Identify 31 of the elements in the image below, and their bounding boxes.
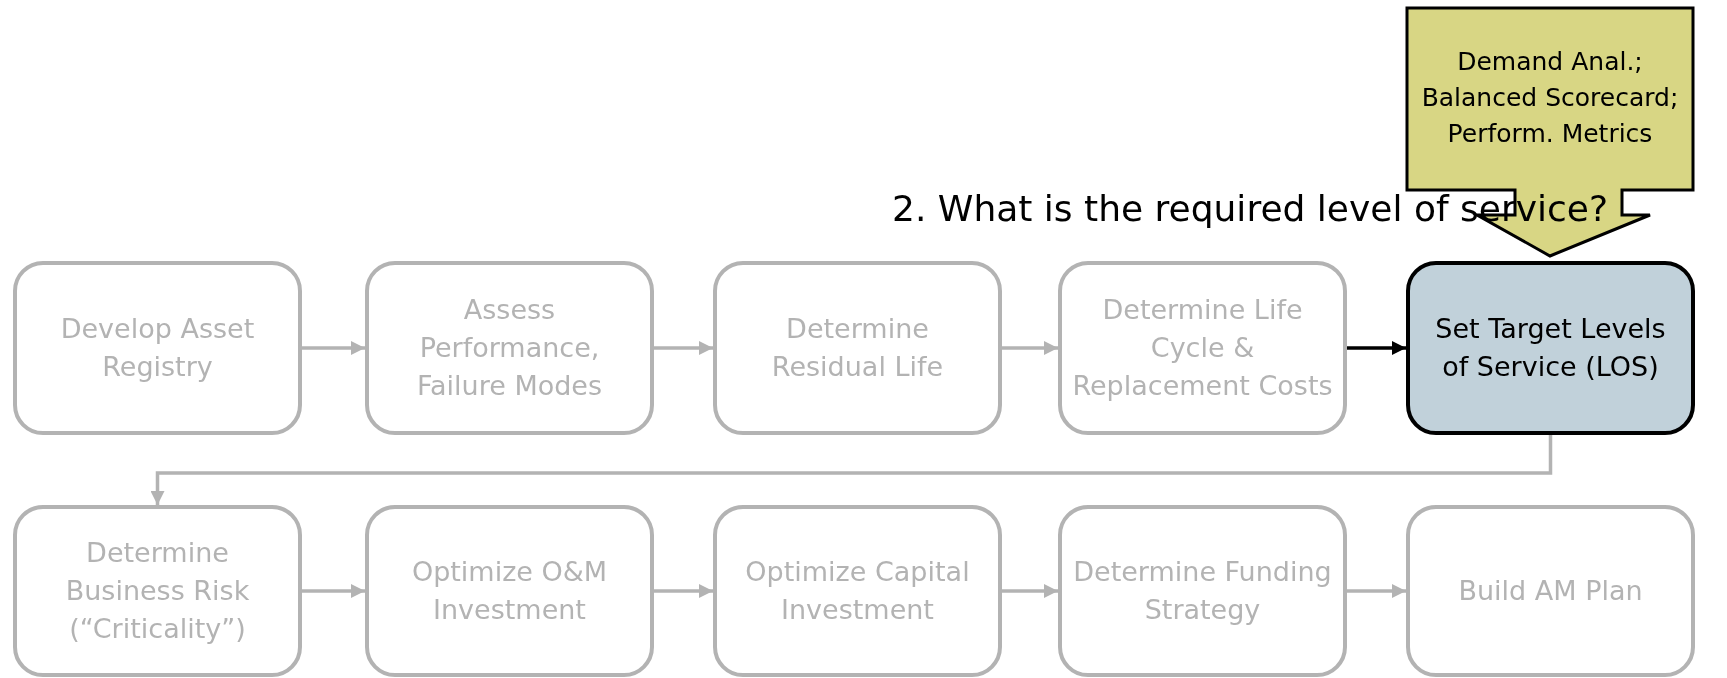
process-box (713, 505, 1002, 677)
arrow (150, 435, 1553, 505)
arrow (1347, 584, 1406, 598)
process-box (365, 261, 654, 435)
process-box (713, 261, 1002, 435)
box-label: Optimize O&M Investment (410, 555, 609, 627)
arrow (302, 584, 365, 598)
arrow (1002, 341, 1058, 355)
arrow (654, 341, 713, 355)
callout-shape (1405, 6, 1695, 258)
box-label: Determine Business Risk (“Criticality”) (64, 536, 251, 646)
box-label: Assess Performance, Failure Modes (415, 293, 603, 403)
process-box (13, 505, 302, 677)
process-box (13, 261, 302, 435)
process-box (1406, 261, 1695, 435)
box-label: Set Target Levels of Service (LOS) (1434, 312, 1667, 384)
box-label: Optimize Capital Investment (744, 555, 971, 627)
box-label: Develop Asset Registry (59, 312, 256, 384)
box-label: Determine Funding Strategy (1072, 555, 1333, 627)
process-box (1406, 505, 1695, 677)
arrow (654, 584, 713, 598)
process-box (365, 505, 654, 677)
box-label: Build AM Plan (1457, 574, 1644, 608)
process-box (1058, 261, 1347, 435)
process-box (1058, 505, 1347, 677)
box-label: Determine Life Cycle & Replacement Costs (1071, 293, 1334, 403)
arrow (1002, 584, 1058, 598)
box-label: Determine Residual Life (770, 312, 945, 384)
arrow (302, 341, 365, 355)
box-label: Demand Anal.; Balanced Scorecard; Perform. Metrics (1420, 46, 1680, 150)
arrow (1347, 341, 1406, 355)
